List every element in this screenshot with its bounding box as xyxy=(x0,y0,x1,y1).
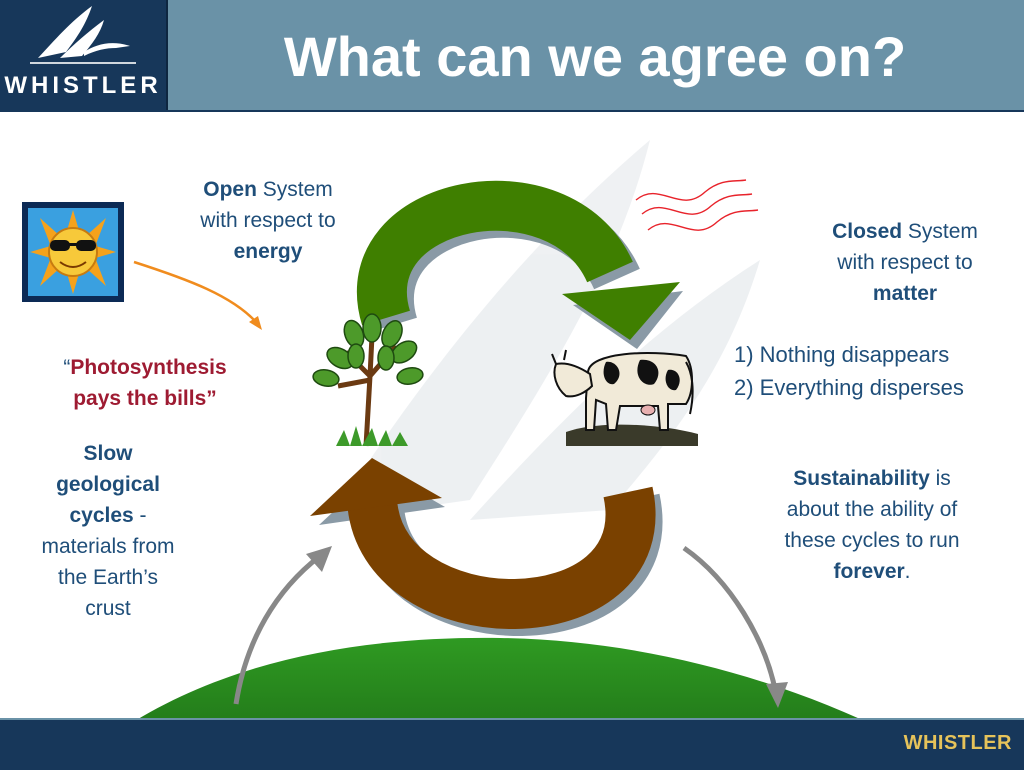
cow-icon xyxy=(551,349,698,446)
green-cycle-arrow xyxy=(356,180,683,349)
sustainability-label: Sustainability is about the ability of t… xyxy=(784,467,960,583)
geological-arrows xyxy=(233,545,788,708)
closed-system-label: Closed System with respect to matter xyxy=(832,220,978,305)
open-system-label: Open System with respect to energy xyxy=(200,178,336,263)
point-everything-disperses: 2) Everything disperses xyxy=(734,375,964,400)
energy-arrow xyxy=(133,260,262,330)
photosynthesis-quote: “Photosynthesis pays the bills” xyxy=(63,356,227,410)
logo: WHISTLER xyxy=(0,0,168,110)
matter-points-list: 1) Nothing disappears 2) Everything disp… xyxy=(734,338,1014,404)
footer-bar xyxy=(0,718,1024,770)
mountain-logo-icon xyxy=(30,6,136,64)
heat-waves-icon xyxy=(635,179,759,231)
sun-icon xyxy=(22,202,124,302)
page-title: What can we agree on? xyxy=(283,25,907,88)
slow-geological-cycles-label: Slow geological cycles - materials from … xyxy=(41,442,175,620)
point-nothing-disappears: 1) Nothing disappears xyxy=(734,342,950,367)
brown-cycle-arrow xyxy=(310,458,663,636)
tree-icon xyxy=(312,313,424,447)
logo-text: WHISTLER xyxy=(4,72,162,99)
footer-brand: WHISTLER xyxy=(903,732,1012,754)
header-bar xyxy=(0,0,1024,112)
